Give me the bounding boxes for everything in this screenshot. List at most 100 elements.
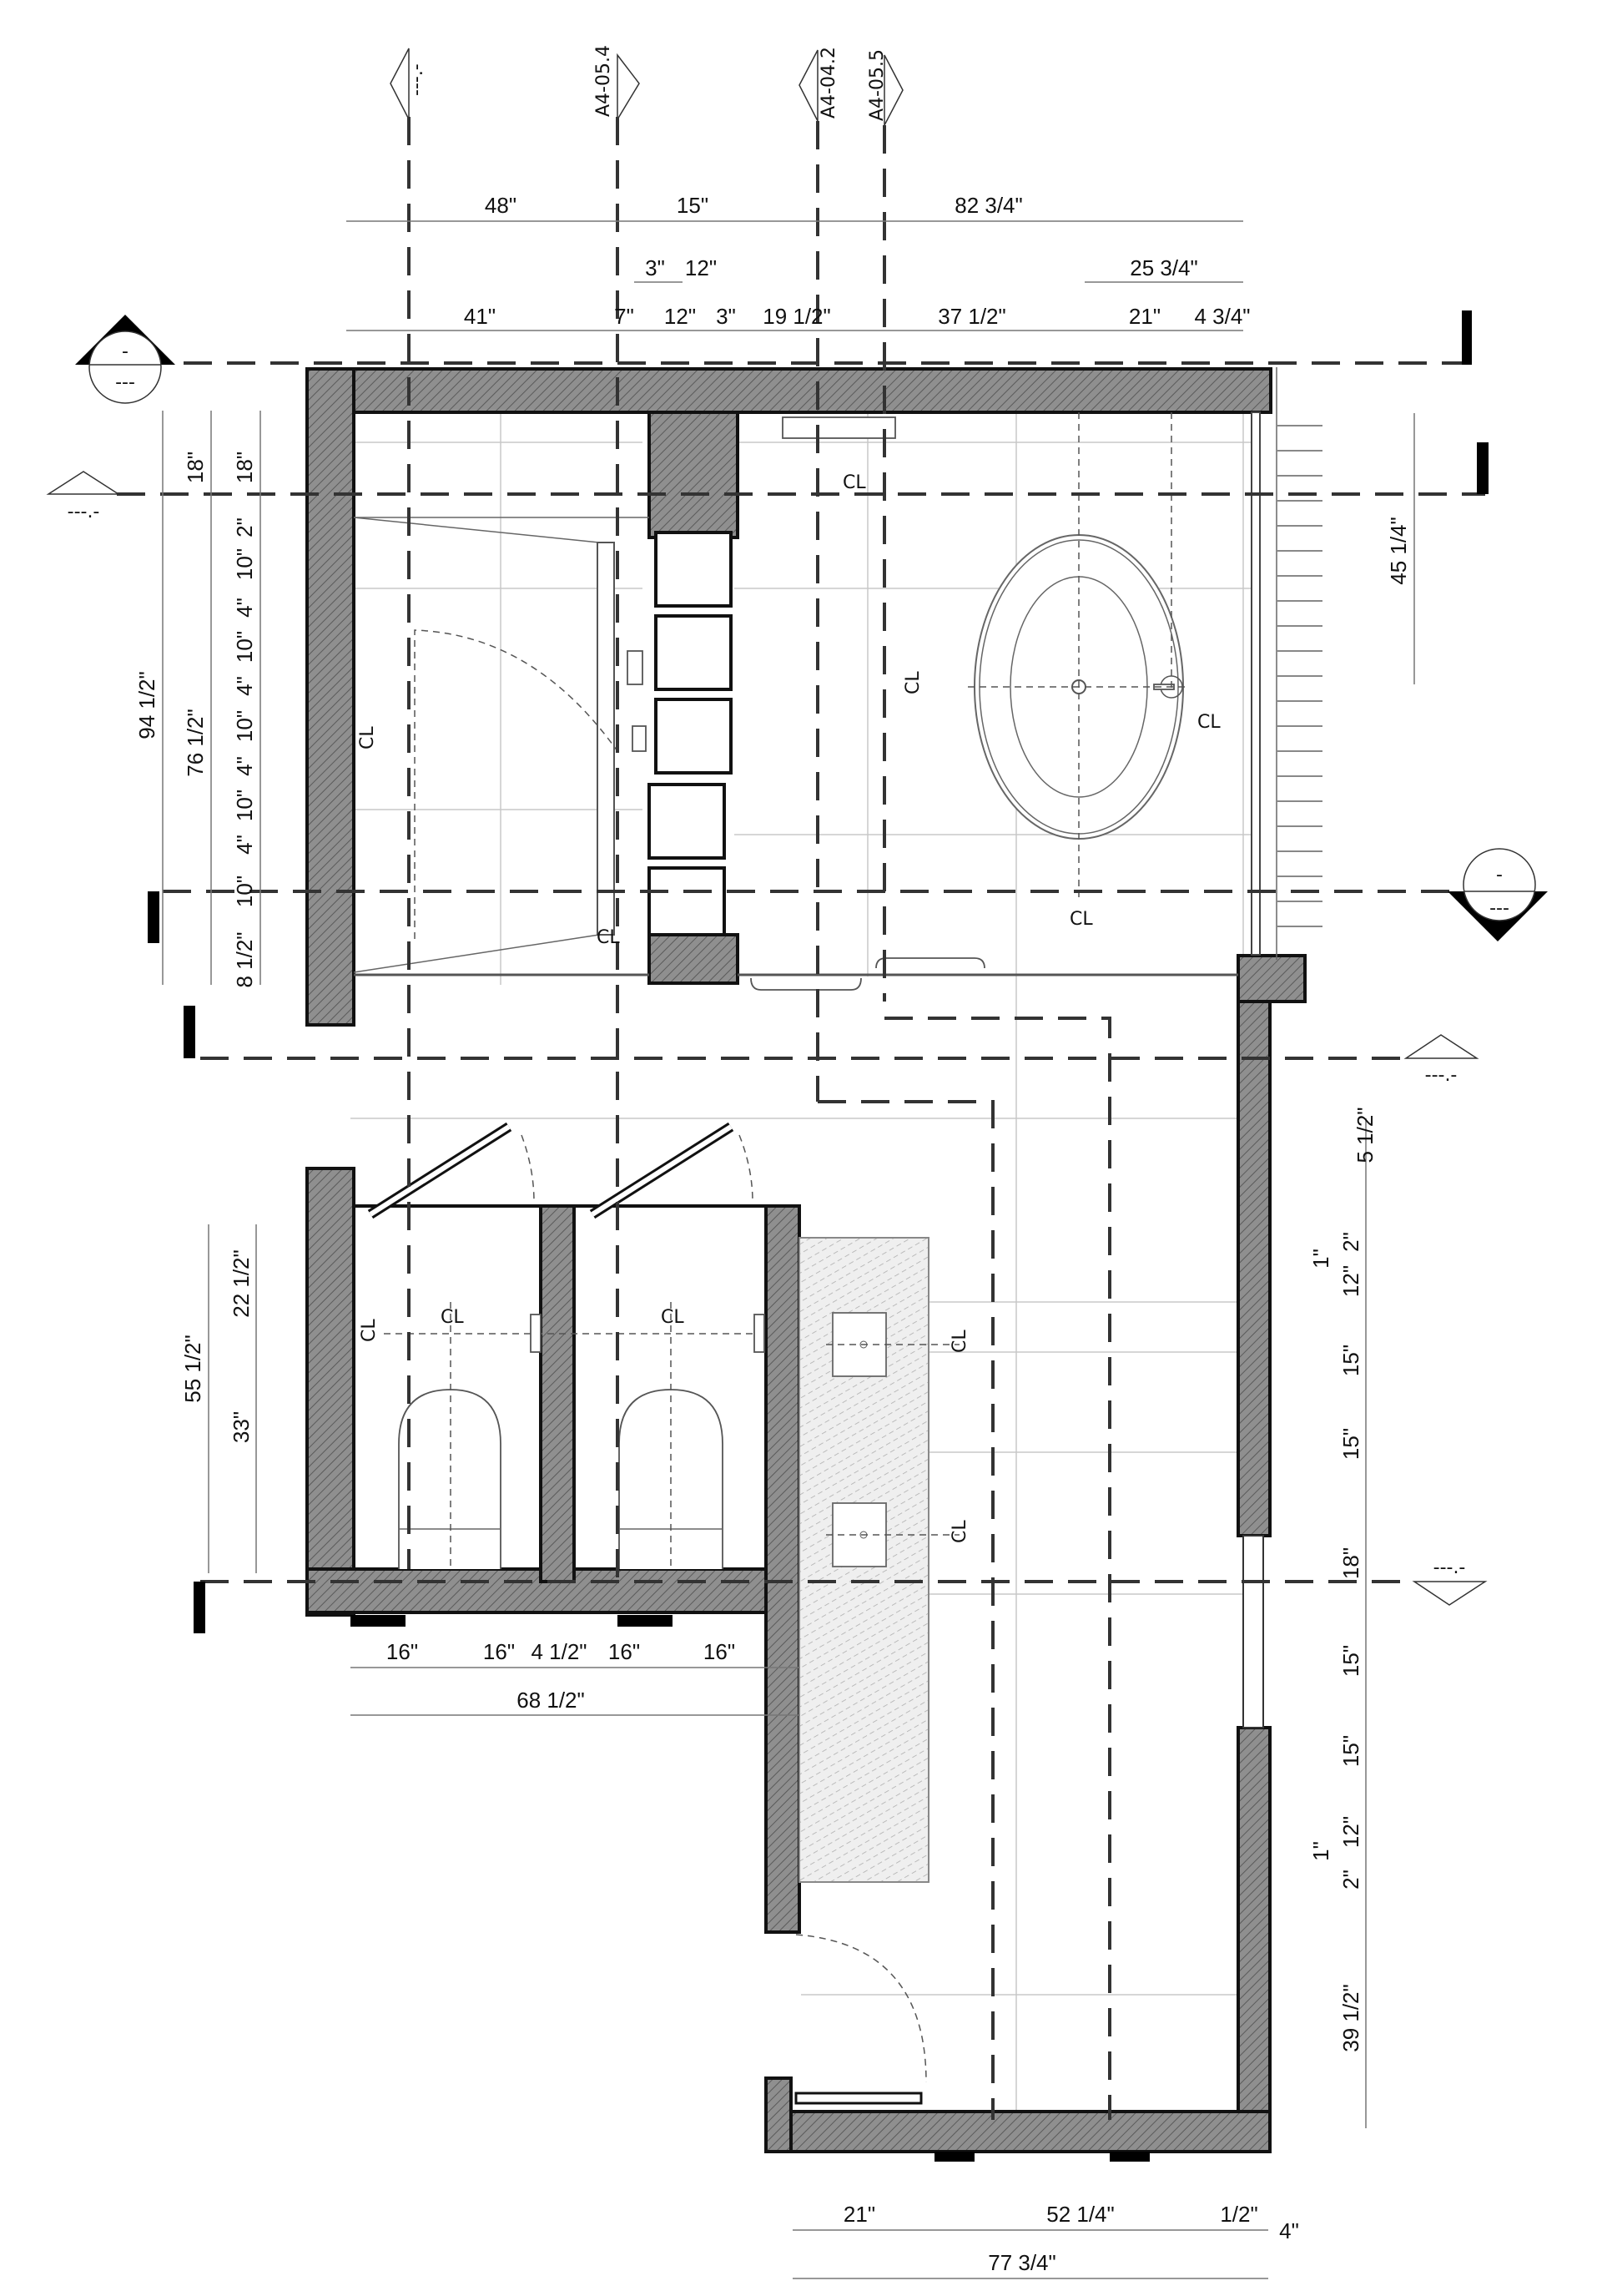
svg-text:19 1/2": 19 1/2": [763, 304, 831, 329]
dimension-lines: [162, 220, 1415, 2279]
svg-text:10": 10": [232, 548, 257, 580]
svg-text:7": 7": [614, 304, 634, 329]
vanity-wall: [764, 1204, 801, 1934]
east-wall-upper: [1237, 958, 1272, 1537]
south-wall: [764, 2110, 1272, 2153]
tub-room-glass: [738, 957, 1238, 991]
svg-text:4": 4": [232, 598, 257, 618]
svg-text:CL: CL: [359, 1319, 380, 1342]
svg-text:3": 3": [716, 304, 736, 329]
svg-text:1": 1": [1308, 1841, 1333, 1861]
svg-text:1/2": 1/2": [1220, 2202, 1257, 2227]
toilet-1: [398, 1389, 501, 1569]
svg-text:CL: CL: [441, 1307, 464, 1328]
svg-text:33": 33": [229, 1411, 254, 1443]
svg-text:12": 12": [1338, 1816, 1363, 1848]
centerline-markers: CL CL CL CL CL CL CL CL CL CL CL: [357, 472, 1221, 1543]
west-wall-upper: [305, 367, 355, 1027]
svg-text:12": 12": [1338, 1265, 1363, 1297]
svg-text:15": 15": [1338, 1645, 1363, 1677]
svg-text:37 1/2": 37 1/2": [938, 304, 1006, 329]
svg-text:CL: CL: [843, 472, 866, 493]
svg-text:---.-: ---.-: [1425, 1065, 1458, 1086]
svg-text:16": 16": [483, 1639, 515, 1664]
svg-text:CL: CL: [1197, 712, 1221, 733]
section-tag-a4-04-2[interactable]: A4-04.2: [819, 47, 839, 119]
svg-text:18": 18": [1338, 1547, 1363, 1579]
section-tag-a4-05-5[interactable]: A4-05.5: [867, 49, 888, 121]
section-marker-right[interactable]: - ---: [1448, 848, 1548, 941]
svg-text:---.-: ---.-: [1433, 1557, 1466, 1578]
svg-text:22 1/2": 22 1/2": [229, 1249, 254, 1318]
svg-text:12": 12": [664, 304, 696, 329]
svg-text:68 1/2": 68 1/2": [516, 1688, 585, 1713]
east-wall-lower: [1237, 1726, 1272, 2138]
svg-text:---: ---: [115, 372, 135, 393]
section-tag-1[interactable]: ---.-: [406, 63, 427, 96]
svg-text:76 1/2": 76 1/2": [183, 709, 208, 777]
top-dimensions: 48" 15" 82 3/4" 3" 12" 25 3/4" 41" 7" 12…: [464, 193, 1251, 329]
svg-text:-: -: [1496, 865, 1503, 886]
svg-text:2": 2": [1338, 1232, 1363, 1252]
freestanding-tub: [782, 412, 1185, 897]
svg-text:1": 1": [1308, 1249, 1333, 1269]
elevation-markers[interactable]: ---.- ---.- ---.-: [46, 471, 1488, 1606]
wc-partition: [539, 1204, 576, 1583]
svg-text:4": 4": [232, 676, 257, 696]
svg-text:41": 41": [464, 304, 496, 329]
svg-text:16": 16": [386, 1639, 418, 1664]
svg-text:8 1/2": 8 1/2": [232, 931, 257, 987]
section-lines: [117, 117, 1485, 2120]
svg-text:16": 16": [608, 1639, 640, 1664]
svg-text:15": 15": [1338, 1428, 1363, 1460]
window-east: [1242, 367, 1322, 1728]
linear-drain: [597, 542, 615, 936]
svg-text:21": 21": [844, 2202, 875, 2227]
svg-text:94 1/2": 94 1/2": [134, 671, 159, 739]
svg-text:CL: CL: [950, 1330, 970, 1353]
west-wall-lower: [305, 1167, 355, 1617]
entry-door: [794, 1934, 1150, 2162]
shower: [353, 517, 649, 976]
svg-text:15": 15": [1338, 1735, 1363, 1767]
svg-text:CL: CL: [597, 927, 620, 948]
svg-text:5 1/2": 5 1/2": [1353, 1107, 1378, 1163]
svg-text:52 1/4": 52 1/4": [1046, 2202, 1115, 2227]
svg-text:18": 18": [183, 452, 208, 483]
svg-text:3": 3": [645, 255, 665, 280]
towel-bar: [782, 416, 896, 439]
walls: [305, 367, 1307, 2153]
svg-text:25 3/4": 25 3/4": [1130, 255, 1198, 280]
right-dimensions: 45 1/4" 5 1/2" 2" 1" 12" 15" 15" 18" 15"…: [1308, 517, 1411, 2052]
wc-compartments: [350, 1122, 768, 1627]
section-tag-a4-05-4[interactable]: A4-05.4: [593, 45, 614, 117]
svg-text:10": 10": [232, 631, 257, 663]
svg-text:48": 48": [485, 193, 516, 218]
niche-base: [647, 933, 739, 985]
bottom-dimensions: 21" 52 1/4" 1/2" 4" 77 3/4": [844, 2202, 1299, 2275]
svg-text:12": 12": [685, 255, 717, 280]
section-marker-left[interactable]: - ---: [75, 315, 175, 404]
section-end-marks: [148, 310, 1489, 1633]
svg-text:-: -: [122, 341, 128, 362]
east-return: [1237, 954, 1307, 1003]
svg-text:82 3/4": 82 3/4": [955, 193, 1023, 218]
svg-text:4": 4": [232, 835, 257, 855]
svg-text:55 1/2": 55 1/2": [180, 1335, 205, 1403]
svg-text:2": 2": [232, 517, 257, 537]
svg-text:---: ---: [1489, 898, 1509, 919]
top-section-tags: ---.- A4-05.4 A4-04.2 A4-05.5: [390, 45, 904, 126]
niche-pier: [647, 411, 739, 539]
svg-text:CL: CL: [950, 1520, 970, 1543]
svg-text:18": 18": [232, 452, 257, 483]
shower-niches: [647, 531, 733, 936]
svg-text:CL: CL: [903, 671, 924, 694]
svg-text:CL: CL: [661, 1307, 684, 1328]
svg-text:15": 15": [1338, 1345, 1363, 1376]
svg-text:10": 10": [232, 876, 257, 907]
svg-text:CL: CL: [1070, 909, 1093, 930]
svg-text:---.-: ---.-: [68, 502, 100, 522]
svg-text:77 3/4": 77 3/4": [988, 2250, 1056, 2275]
svg-text:15": 15": [677, 193, 708, 218]
